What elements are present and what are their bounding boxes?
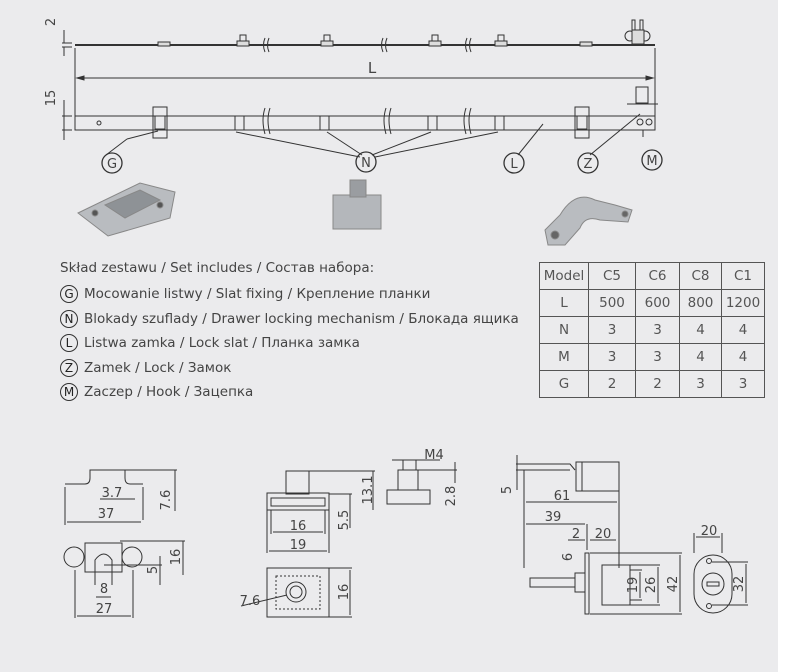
dim-block-13-1: 13.1 [361, 476, 376, 505]
callout-g: G [107, 157, 117, 172]
dim-lock-20: 20 [595, 527, 612, 542]
list-item-l: L Listwa zamka / Lock slat / Планка замка [60, 331, 519, 356]
table-cell: 500 [588, 289, 636, 317]
table-header-cell: Model [539, 262, 589, 290]
list-item-label: Mocowanie listwy / Slat fixing / Креплен… [84, 286, 431, 303]
table-cell: 4 [721, 343, 765, 371]
table-cell: 3 [679, 370, 722, 398]
dim-hook-16: 16 [169, 549, 184, 566]
callout-n: N [361, 156, 371, 171]
table-cell: 3 [588, 343, 636, 371]
dim-lock-20b: 20 [701, 524, 718, 539]
hook-drawing [63, 469, 185, 618]
lock-block-drawing [240, 459, 457, 618]
table-cell: 600 [635, 289, 680, 317]
dim-block-16: 16 [290, 519, 307, 534]
table-cell: 3 [635, 343, 680, 371]
list-item-n: N Blokady szuflady / Drawer locking mecha… [60, 307, 519, 332]
dim-length-label: L [368, 59, 377, 77]
dim-lock-5: 5 [500, 486, 515, 494]
table-cell: N [539, 316, 589, 344]
callout-g-icon: G [60, 285, 78, 304]
table-cell: 4 [721, 316, 765, 344]
front-view-slat [62, 86, 658, 158]
dim-hook-3-7: 3.7 [102, 486, 123, 501]
list-item-label: Zamek / Lock / Замок [84, 359, 232, 376]
dim-lock-32: 32 [732, 576, 747, 593]
table-cell: M [539, 343, 589, 371]
hook-photo [544, 196, 633, 246]
dim-lock-2: 2 [572, 527, 580, 542]
list-item-m: M Zaczep / Hook / Зацепка [60, 380, 519, 405]
table-cell: 2 [588, 370, 636, 398]
dim-lock-42: 42 [666, 576, 681, 593]
table-header-cell: C1 [721, 262, 765, 290]
callout-z-icon: Z [60, 358, 78, 377]
table-cell: L [539, 289, 589, 317]
table-header-cell: C8 [679, 262, 722, 290]
dim-hook-27: 27 [96, 602, 113, 617]
table-cell: 1200 [721, 289, 765, 317]
table-header-row: Model C5 C6 C8 C1 [539, 262, 765, 290]
dim-block-16b: 16 [337, 584, 352, 601]
callout-l: L [510, 157, 518, 172]
list-item-z: Z Zamek / Lock / Замок [60, 356, 519, 381]
dim-lock-26: 26 [644, 577, 659, 594]
dim-thickness: 2 [44, 18, 59, 26]
callout-m: M [646, 154, 657, 169]
dim-lock-6: 6 [561, 553, 576, 561]
dim-hook-8: 8 [100, 582, 108, 597]
dim-height: 15 [44, 90, 59, 107]
table-cell: 3 [635, 316, 680, 344]
dim-hook-7-6: 7.6 [159, 490, 174, 511]
list-item-label: Listwa zamka / Lock slat / Планка замка [84, 335, 360, 352]
dim-block-m4: M4 [424, 448, 444, 463]
callout-n-icon: N [60, 309, 78, 328]
table-cell: 2 [635, 370, 680, 398]
callouts [101, 149, 663, 174]
top-view-slat [62, 19, 655, 56]
table-cell: 3 [588, 316, 636, 344]
dim-block-7-6: 7.6 [240, 594, 261, 609]
lock-drawing [516, 455, 748, 615]
dim-block-19: 19 [290, 538, 307, 553]
table-cell: 4 [679, 316, 722, 344]
dim-block-2-8: 2.8 [444, 486, 459, 507]
list-item-label: Blokady szuflady / Drawer locking mechan… [84, 310, 519, 327]
slat-fixing-photo [77, 182, 176, 237]
list-item-label: Zaczep / Hook / Зацепка [84, 384, 254, 401]
dim-block-5-5: 5.5 [337, 510, 352, 531]
table-cell: 3 [721, 370, 765, 398]
drawer-lock-photo [332, 179, 382, 230]
callout-m-icon: M [60, 383, 78, 402]
table-cell: G [539, 370, 589, 398]
set-includes-list: Skład zestawu / Set includes / Состав на… [60, 258, 519, 405]
table-header-cell: C6 [635, 262, 680, 290]
set-includes-heading: Skład zestawu / Set includes / Состав на… [60, 260, 375, 276]
callout-z: Z [584, 157, 593, 172]
table-cell: 4 [679, 343, 722, 371]
table-header-cell: C5 [588, 262, 636, 290]
dim-lock-61: 61 [554, 489, 571, 504]
table-cell: 800 [679, 289, 722, 317]
length-dimension [74, 48, 656, 118]
dim-lock-19: 19 [626, 577, 641, 594]
dim-hook-5: 5 [146, 566, 161, 574]
dim-hook-37: 37 [98, 507, 115, 522]
list-item-g: G Mocowanie listwy / Slat fixing / Крепле… [60, 282, 519, 307]
dim-lock-39: 39 [545, 510, 562, 525]
callout-l-icon: L [60, 334, 78, 353]
